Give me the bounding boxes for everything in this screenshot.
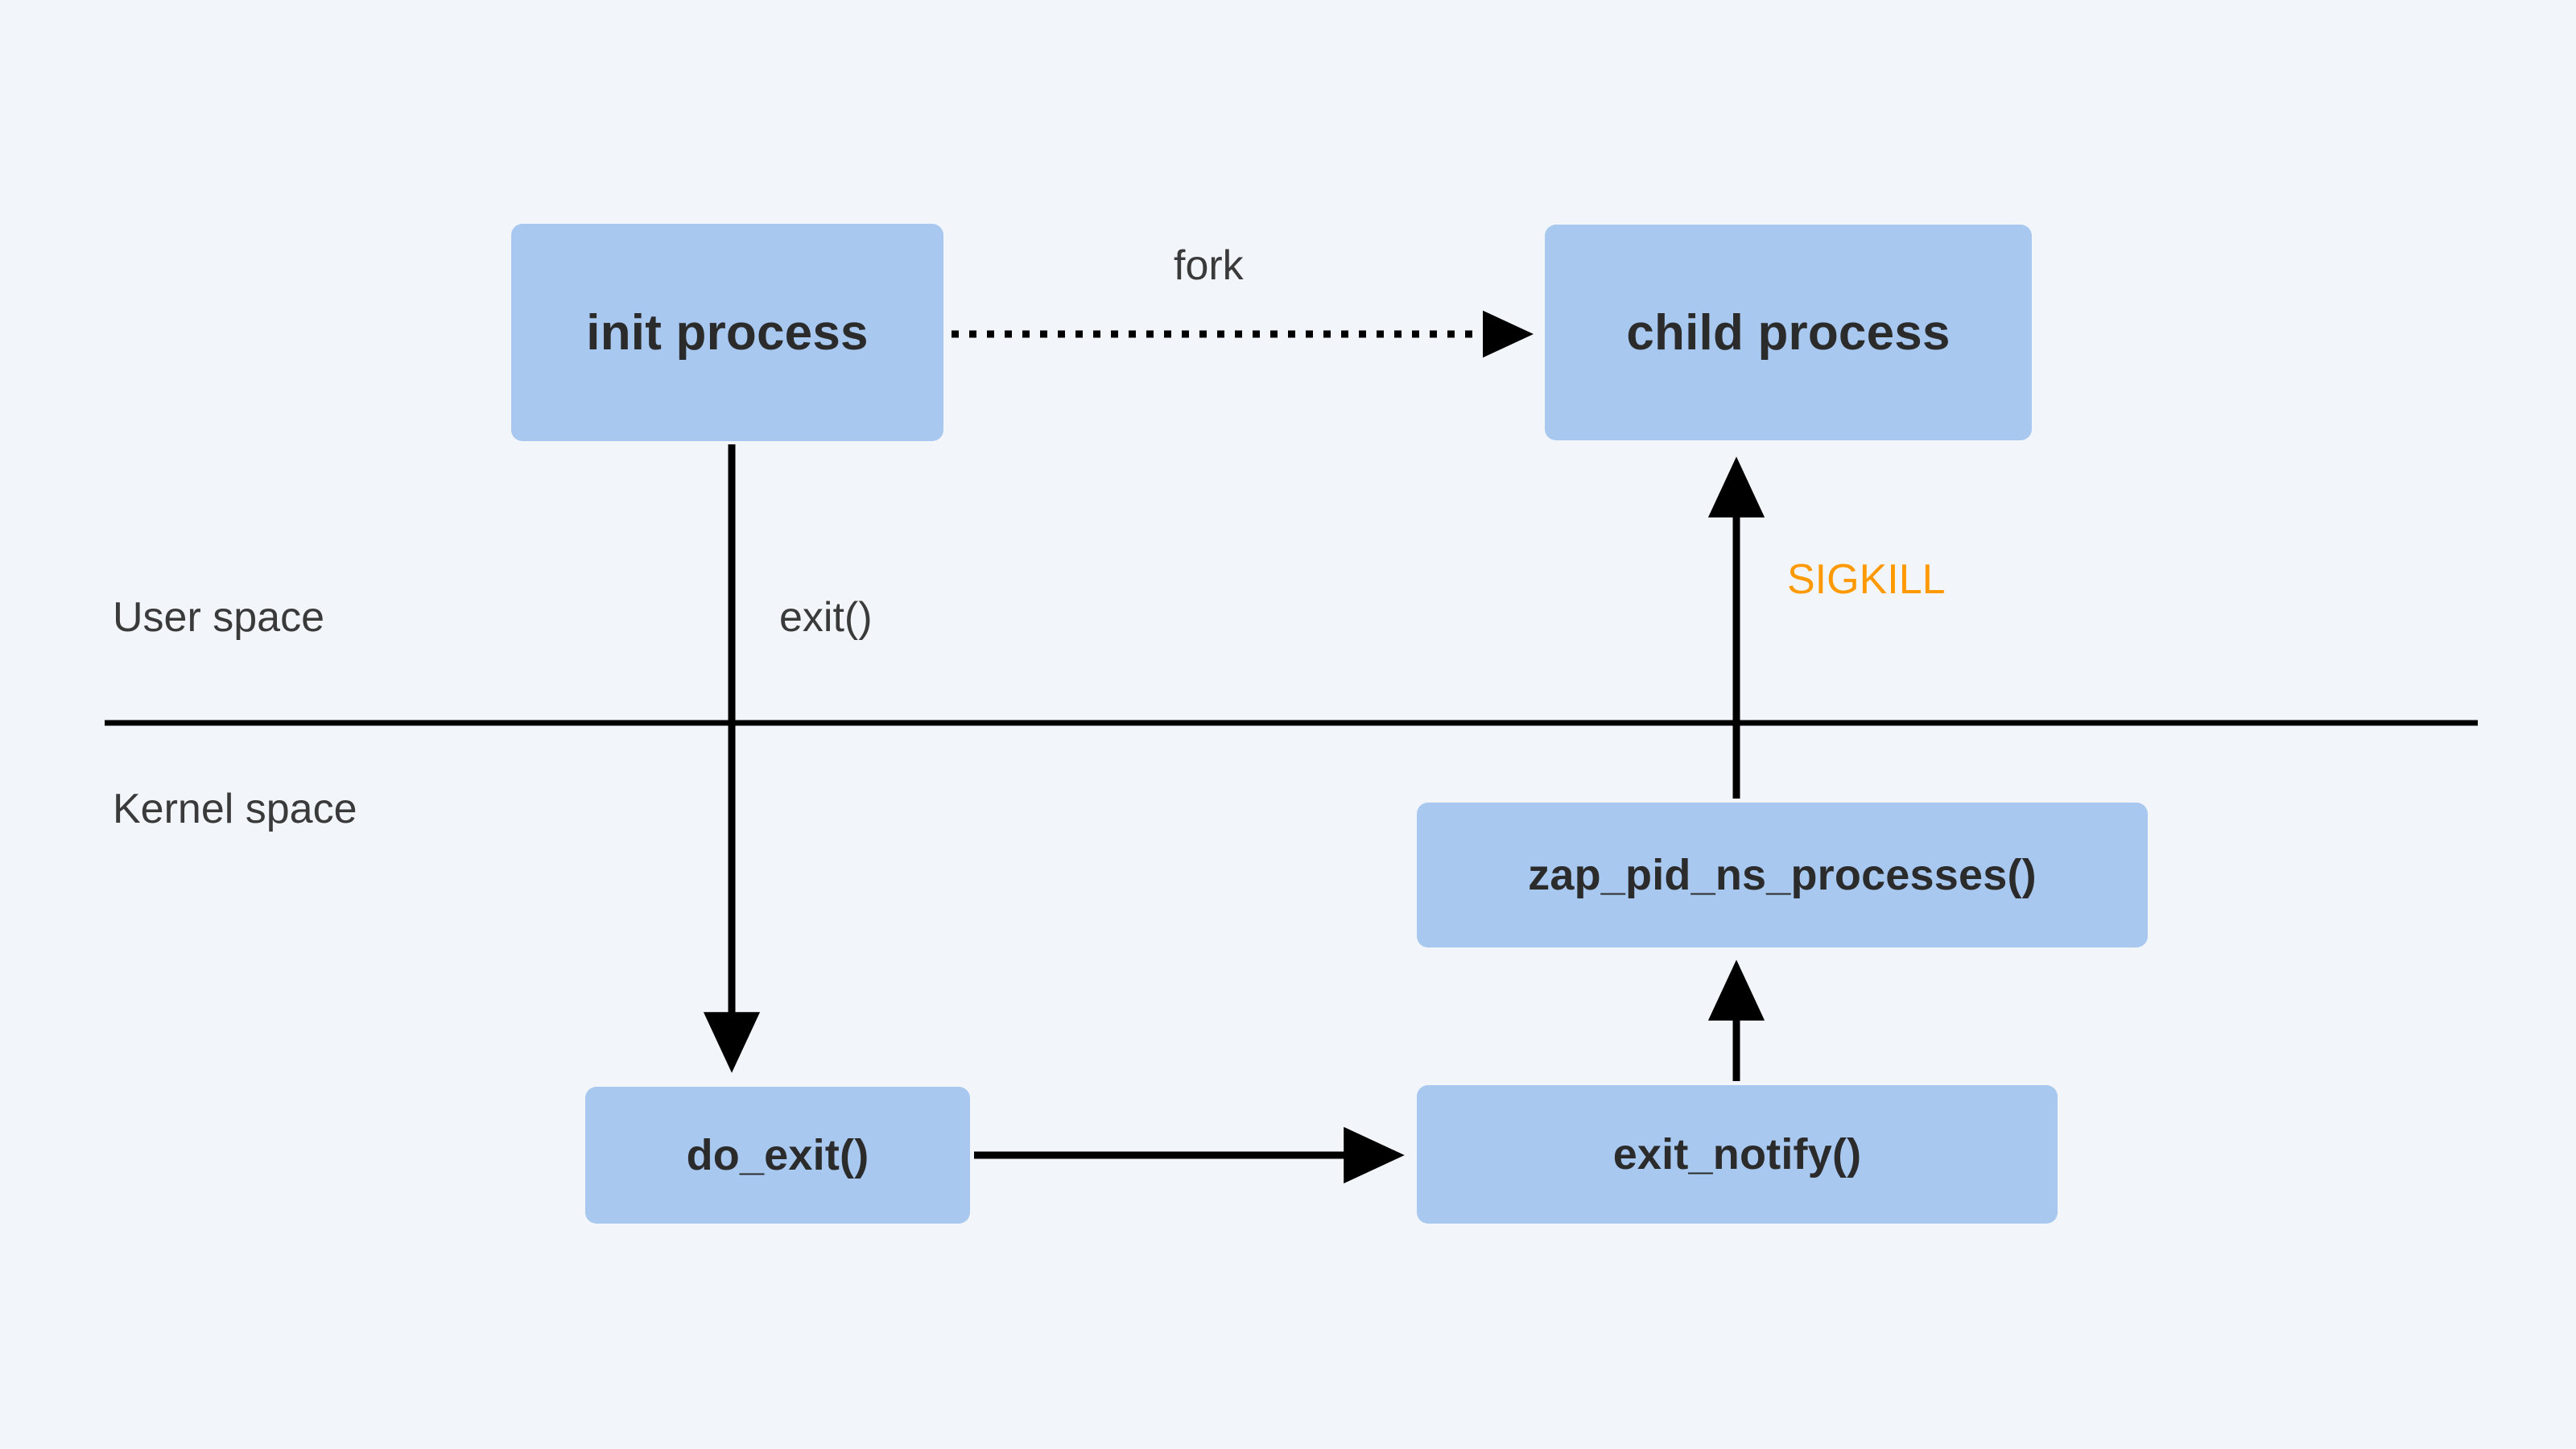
- node-init-process-label: init process: [586, 304, 869, 361]
- node-exit-notify-label: exit_notify(): [1612, 1130, 1862, 1179]
- node-do-exit-label: do_exit(): [686, 1131, 869, 1179]
- node-child-process-label: child process: [1626, 304, 1951, 361]
- node-do-exit[interactable]: do_exit(): [585, 1087, 970, 1224]
- edge-label-sigkill: SIGKILL: [1787, 556, 1946, 603]
- node-zap-pid-ns-processes-label: zap_pid_ns_processes(): [1528, 851, 2037, 899]
- node-zap-pid-ns-processes[interactable]: zap_pid_ns_processes(): [1417, 803, 2148, 947]
- node-exit-notify[interactable]: exit_notify(): [1417, 1085, 2058, 1224]
- edge-label-fork: fork: [1174, 242, 1244, 289]
- zone-label-kernel-space: Kernel space: [113, 786, 357, 832]
- node-child-process[interactable]: child process: [1545, 225, 2032, 440]
- edge-label-exit: exit(): [779, 594, 873, 641]
- node-init-process[interactable]: init process: [511, 224, 943, 441]
- zone-label-user-space: User space: [113, 594, 324, 641]
